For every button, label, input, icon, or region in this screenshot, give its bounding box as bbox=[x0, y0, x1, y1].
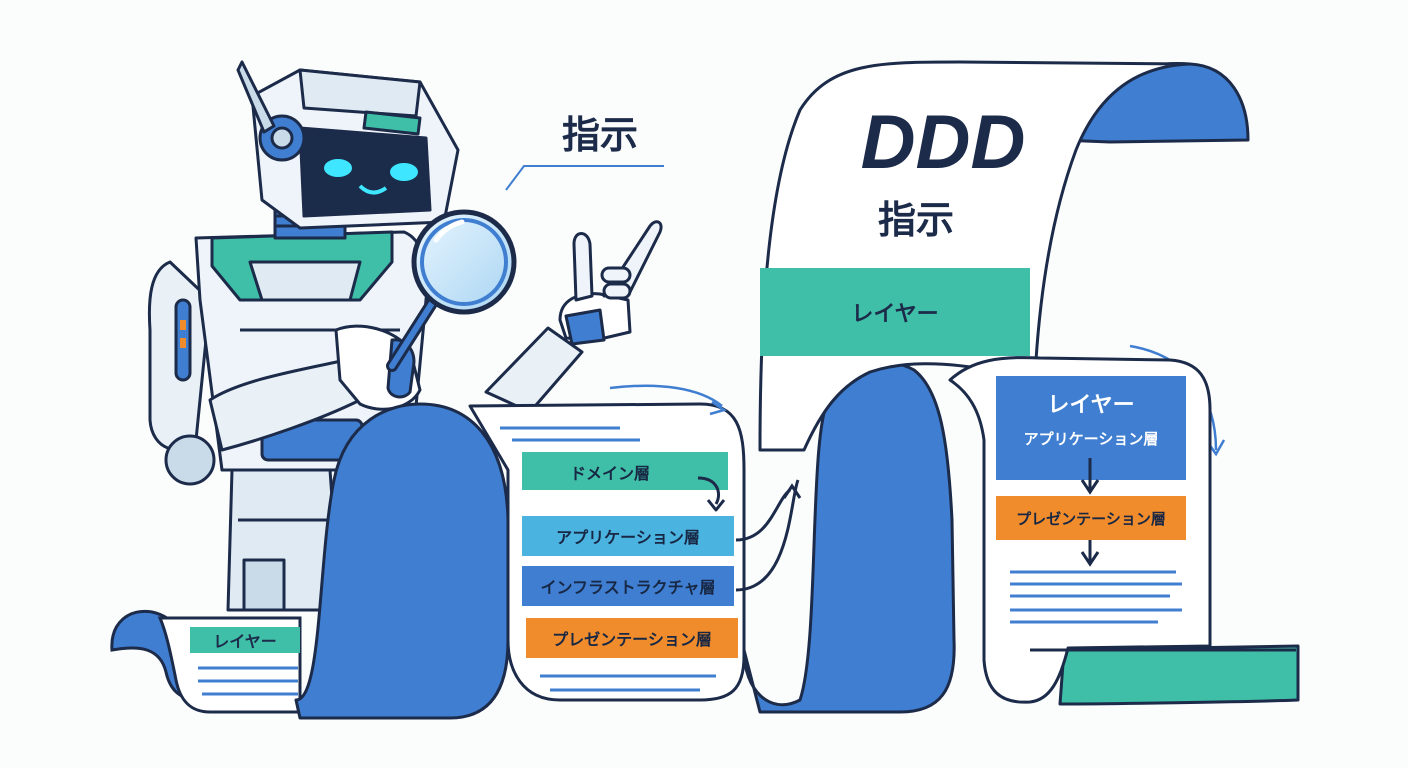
robot bbox=[147, 60, 663, 612]
right-header-title: レイヤー bbox=[1047, 393, 1135, 418]
arrow-to-main bbox=[609, 384, 723, 407]
layer-infrastructure: インフラストラクチャ層 bbox=[540, 578, 716, 597]
layer-domain: ドメイン層 bbox=[569, 464, 650, 483]
main-band bbox=[760, 268, 1030, 356]
left-scroll bbox=[110, 609, 302, 714]
layer-presentation: プレゼンテーション層 bbox=[552, 630, 712, 649]
main-subtitle: 指示 bbox=[877, 197, 954, 242]
right-arrows bbox=[1080, 458, 1100, 567]
middle-scroll bbox=[294, 361, 956, 720]
callout-pointer bbox=[505, 165, 664, 191]
right-header-subtitle: アプリケーション層 bbox=[1023, 429, 1159, 448]
right-orange-label: プレゼンテーション層 bbox=[1016, 509, 1166, 528]
right-orange bbox=[996, 496, 1186, 540]
left-band-label: レイヤー bbox=[213, 632, 277, 651]
callout-text: 指示 bbox=[561, 112, 638, 157]
main-band-label: レイヤー bbox=[851, 302, 939, 327]
layer-application: アプリケーション層 bbox=[556, 528, 700, 547]
main-title: DDD bbox=[860, 99, 1026, 185]
